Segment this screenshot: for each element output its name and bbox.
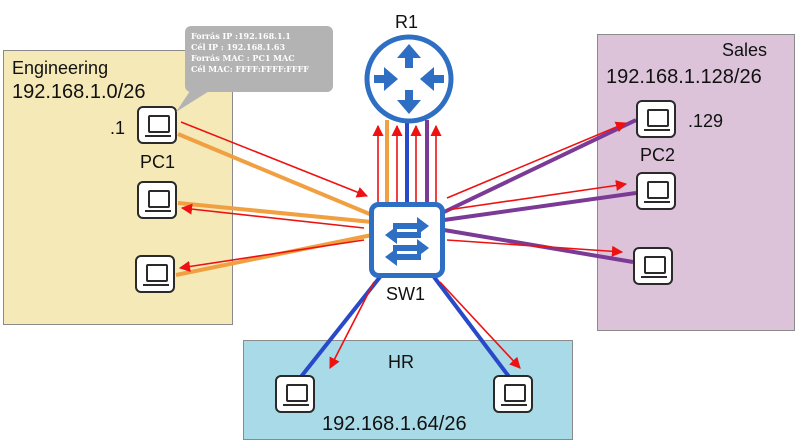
link-pc-eng2-sw1 <box>177 201 373 224</box>
broadcast-arrow-pc2 <box>446 121 628 199</box>
switch-label: SW1 <box>386 284 426 304</box>
sales-network: 192.168.1.128/26 <box>606 66 762 88</box>
computer-monitor-icon <box>647 109 669 127</box>
pc1-label: PC1 <box>140 152 176 172</box>
computer-monitor-icon <box>504 384 526 402</box>
frame-source-ip: Forrás IP :192.168.1.1 <box>191 31 291 41</box>
broadcast-arrow-sales3 <box>446 239 624 257</box>
link-pc-hr1-sw1 <box>298 275 382 380</box>
broadcast-arrow-hr1 <box>329 281 375 369</box>
hr-network: 192.168.1.64/26 <box>322 413 467 435</box>
pc1-computer[interactable] <box>137 106 177 144</box>
link-pc2-sw1 <box>443 118 637 214</box>
router-arrows-icon <box>364 34 454 124</box>
hr-computer-1[interactable] <box>275 375 315 413</box>
broadcast-arrow-pc1 <box>180 121 369 198</box>
engineering-computer-2[interactable] <box>137 181 177 219</box>
computer-monitor-icon <box>146 264 168 282</box>
engineering-label: Engineering <box>12 58 109 78</box>
broadcast-arrow-eng3 <box>178 239 365 273</box>
pc1-ip-suffix: .1 <box>110 118 126 138</box>
hr-computer-2[interactable] <box>493 375 533 413</box>
link-pc-hr2-sw1 <box>432 275 512 380</box>
broadcast-arrow-eng2 <box>180 203 365 229</box>
router-r1[interactable] <box>364 34 454 124</box>
frame-dest-mac: Cél MAC: FFFF:FFFF:FFFF <box>191 64 309 74</box>
hr-label: HR <box>388 352 414 372</box>
engineering-network: 192.168.1.0/26 <box>12 81 146 103</box>
router-label: R1 <box>395 12 419 32</box>
frame-info-callout: Forrás IP :192.168.1.1 Cél IP : 192.168.… <box>185 26 333 92</box>
link-pc-sales2-sw1 <box>443 191 637 222</box>
broadcast-arrow-hr2 <box>439 281 521 369</box>
pc2-computer[interactable] <box>636 100 676 138</box>
engineering-computer-3[interactable] <box>135 255 175 293</box>
computer-monitor-icon <box>148 190 170 208</box>
switch-arrows-icon <box>369 202 445 278</box>
broadcast-arrow-sales2 <box>446 179 628 211</box>
computer-monitor-icon <box>644 256 666 274</box>
computer-monitor-icon <box>647 181 669 199</box>
frame-source-mac: Forrás MAC : PC1 MAC <box>191 53 295 63</box>
frame-dest-ip: Cél IP : 192.168.1.63 <box>191 42 286 52</box>
sales-zone <box>597 34 795 331</box>
link-pc-eng3-sw1 <box>175 233 373 277</box>
pc2-label: PC2 <box>640 145 676 165</box>
computer-monitor-icon <box>286 384 308 402</box>
sales-label: Sales <box>722 40 768 60</box>
sales-computer-2[interactable] <box>636 172 676 210</box>
switch-sw1[interactable] <box>369 202 445 278</box>
link-pc1-sw1 <box>177 132 373 217</box>
pc2-ip-suffix: .129 <box>688 111 724 131</box>
computer-monitor-icon <box>148 115 170 133</box>
sales-computer-3[interactable] <box>633 247 673 285</box>
